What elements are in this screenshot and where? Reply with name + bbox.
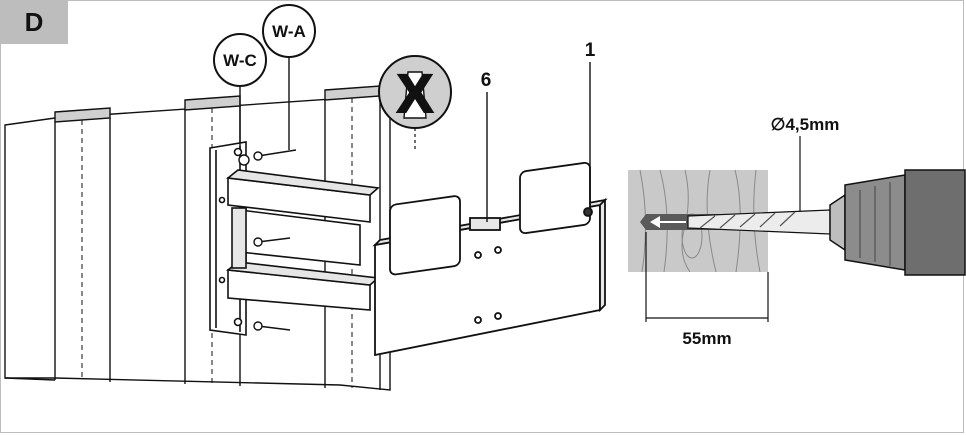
callout-1: 1 xyxy=(585,40,596,208)
callout-wa: W-A xyxy=(262,4,316,150)
callout-6: 6 xyxy=(481,70,492,222)
bracket-window-right xyxy=(519,161,591,235)
no-anchor-x: X xyxy=(397,64,433,124)
drill-diameter-label: ∅4,5mm xyxy=(771,115,840,134)
bracket-window-left xyxy=(389,195,461,276)
swing-arms xyxy=(225,169,380,311)
bracket-clip xyxy=(469,217,501,231)
callout-1-label: 1 xyxy=(585,40,596,61)
drill-depth-label: 55mm xyxy=(682,329,731,348)
step-label: D xyxy=(0,0,68,44)
anchor-plug-icon xyxy=(403,71,427,119)
callout-wc: W-C xyxy=(213,33,267,150)
no-anchor-symbol: X xyxy=(378,55,452,152)
screws xyxy=(238,149,297,331)
callout-6-label: 6 xyxy=(481,70,492,91)
callout-wc-label: W-C xyxy=(223,51,257,70)
tv-bracket xyxy=(372,161,608,357)
diameter-annotation: ∅4,5mm xyxy=(771,115,840,212)
callout-wa-label: W-A xyxy=(272,22,306,41)
depth-dimension xyxy=(645,232,769,322)
drill-chuck xyxy=(829,169,966,276)
wall xyxy=(4,85,391,391)
